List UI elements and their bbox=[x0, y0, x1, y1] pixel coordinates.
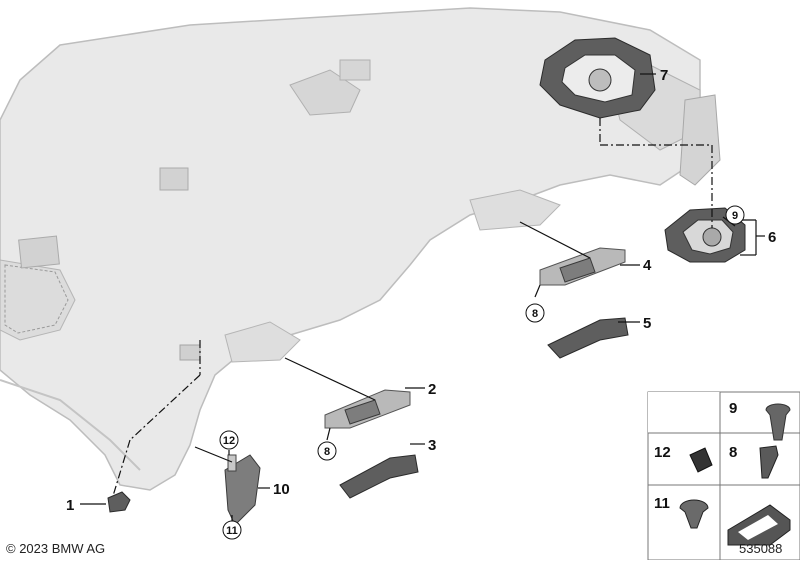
legend-11: 11 bbox=[654, 495, 670, 512]
legend-9: 9 bbox=[729, 400, 737, 417]
callout-9-circle bbox=[725, 205, 745, 225]
callout-2: 2 bbox=[428, 381, 436, 398]
part-5-grab-handle bbox=[547, 317, 629, 359]
callout-12: 12 bbox=[223, 435, 235, 447]
part-6-housing bbox=[664, 207, 746, 263]
callout-9: 9 bbox=[732, 210, 738, 222]
legend-8: 8 bbox=[729, 444, 737, 461]
callout-4: 4 bbox=[643, 257, 652, 274]
callout-8a-circle bbox=[525, 303, 545, 323]
part-3-grab-handle bbox=[339, 454, 419, 499]
callout-3: 3 bbox=[428, 437, 436, 454]
callout-6: 6 bbox=[768, 229, 776, 246]
part-7-frame bbox=[539, 37, 656, 119]
callout-11: 11 bbox=[226, 525, 238, 537]
callout-1: 1 bbox=[66, 497, 74, 514]
callout-8b-circle bbox=[317, 441, 337, 461]
callout-10: 10 bbox=[273, 481, 290, 498]
leader-lines bbox=[80, 73, 765, 521]
part-2-bracket bbox=[324, 389, 411, 429]
callout-8a: 8 bbox=[532, 308, 538, 320]
callout-5: 5 bbox=[643, 315, 651, 332]
legend-12: 12 bbox=[654, 444, 671, 461]
part-1-clip bbox=[107, 491, 131, 513]
callout-7: 7 bbox=[660, 67, 668, 84]
part-10-trim bbox=[224, 454, 261, 526]
copyright-text: © 2023 BMW AG bbox=[6, 541, 105, 556]
diagram-number: 535088 bbox=[739, 541, 782, 556]
callout-12-circle bbox=[219, 430, 239, 450]
callout-11-circle bbox=[222, 520, 242, 540]
legend-grid bbox=[647, 391, 800, 561]
callout-8b: 8 bbox=[324, 446, 330, 458]
